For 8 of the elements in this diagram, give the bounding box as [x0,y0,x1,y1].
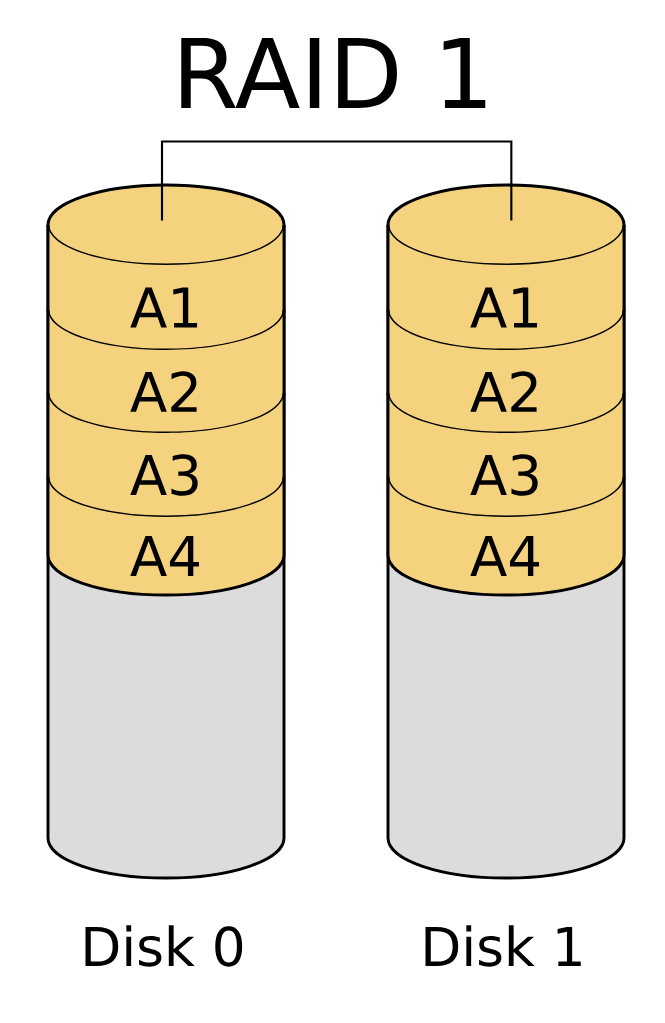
data-block: A1 [46,225,286,352]
node-label: A4 [130,536,200,576]
disk-label: Disk 0 [85,925,243,967]
node-label: A4 [470,536,540,576]
disk-label: Disk 1 [425,925,581,967]
title: RAID 1 [181,38,486,108]
bracket-connector [160,140,513,221]
data-block: A1 [386,225,626,352]
